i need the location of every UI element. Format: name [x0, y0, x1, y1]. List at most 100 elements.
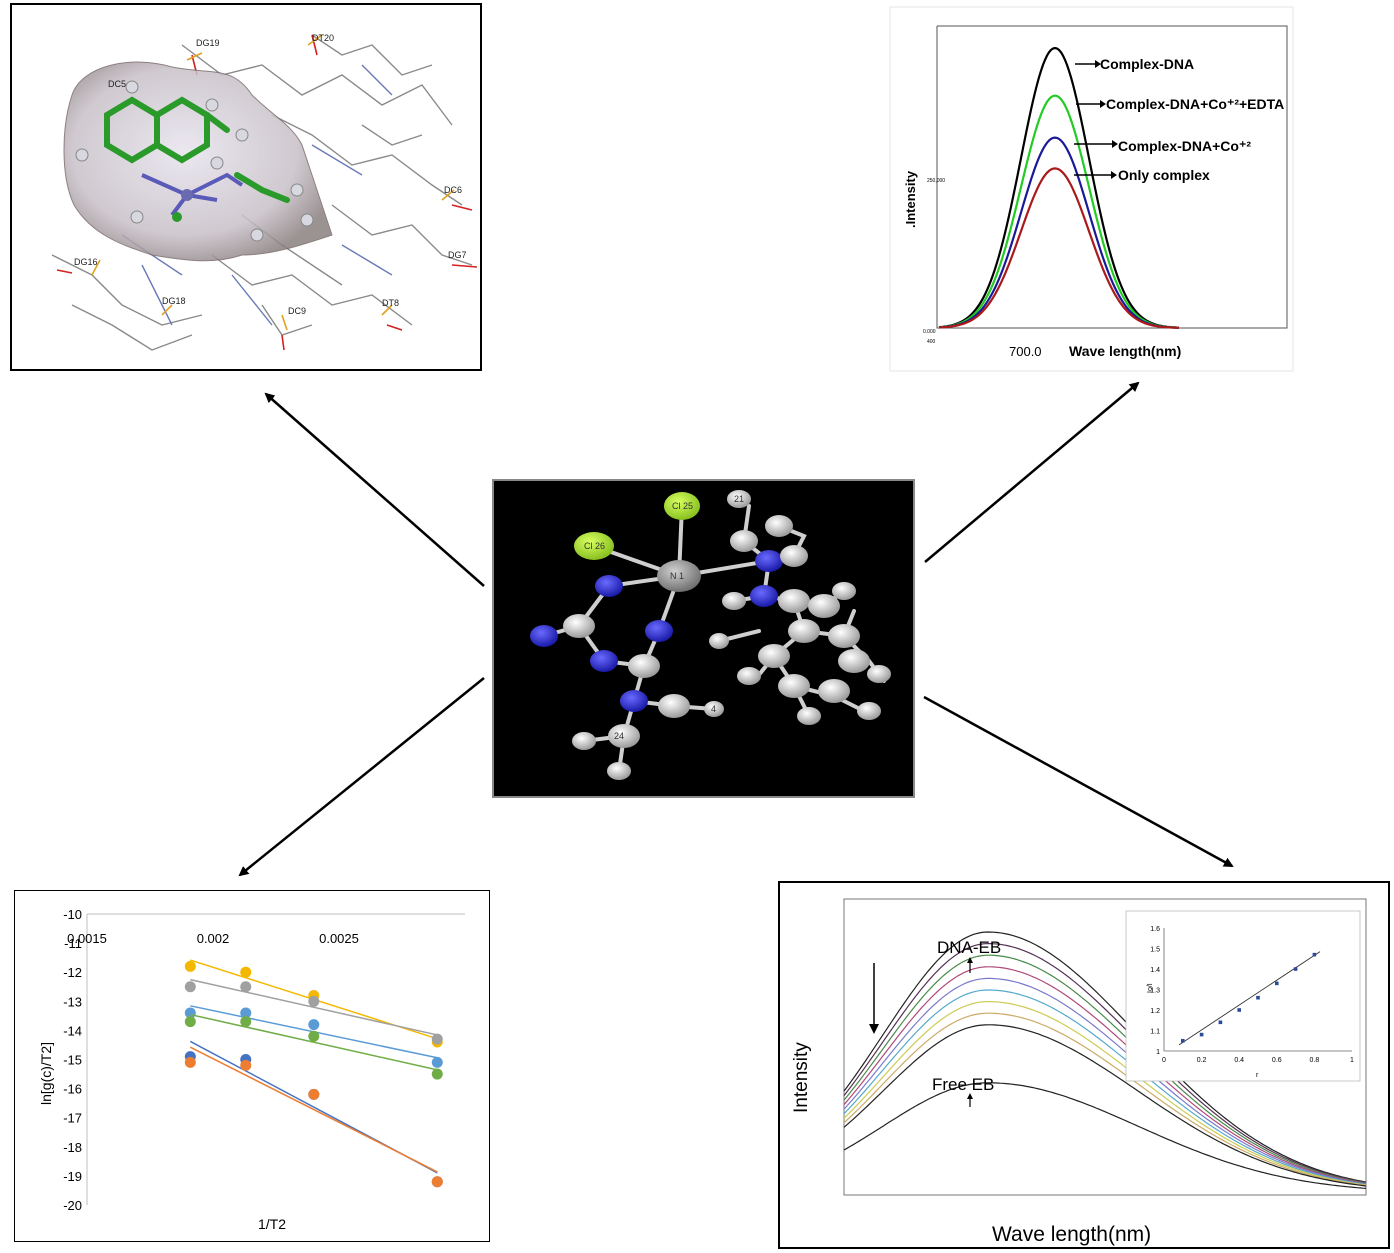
x-tick-label: 0.002: [197, 931, 230, 946]
titration-spectrum-line: [843, 977, 1367, 1185]
y-axis-label: .Intensity: [903, 170, 918, 228]
atom-label: Cl 25: [672, 501, 693, 511]
inset-data-point: [1237, 1008, 1241, 1012]
y-tick-label: 0.000: [923, 329, 936, 335]
x-axis-label: Wave length(nm): [992, 1223, 1151, 1246]
y-tick-label: -10: [63, 907, 82, 922]
data-point: [184, 981, 196, 993]
legend-label: Complex-DNA+Co⁺²+EDTA: [1106, 96, 1284, 112]
x-axis-label: 1/T2: [258, 1216, 286, 1232]
inset-data-point: [1275, 981, 1279, 986]
annotation-free-eb: Free EB: [932, 1075, 994, 1094]
residue-label: DT8: [382, 298, 399, 308]
inset-x-axis-label: r: [1256, 1072, 1259, 1079]
residue-label: DG18: [162, 296, 186, 306]
titration-spectrum-line: [843, 954, 1367, 1184]
spectrum-line: [938, 136, 1180, 329]
inset-y-tick-label: 1.2: [1150, 1008, 1160, 1015]
legend-label: Complex-DNA: [1100, 56, 1194, 72]
titration-spectrum-line: [843, 931, 1367, 1183]
inset-data-point: [1181, 1038, 1185, 1043]
inset-data-point: [1218, 1020, 1223, 1025]
inset-y-tick-label: 1: [1156, 1049, 1160, 1056]
data-point: [240, 966, 252, 978]
emission-spectra-panel: .Intensity 250,000 0.000 400 700.0 Wave …: [889, 6, 1294, 372]
molecule-structure-image: Cl 26 Cl 25 N 1 21 24 4: [530, 490, 891, 780]
data-point: [431, 1176, 443, 1188]
inset-y-tick-label: 1.3: [1150, 988, 1160, 995]
binding-surface: [63, 61, 333, 262]
x-tick-label: 700.0: [1009, 344, 1042, 359]
y-tick-label: 250,000: [927, 178, 945, 184]
inset-x-tick-label: 1: [1350, 1057, 1354, 1064]
residue-label: DC6: [444, 185, 462, 195]
inset-fit-line: [1178, 951, 1321, 1046]
inset-x-tick-label: 0.6: [1272, 1057, 1282, 1064]
y-tick-label: -17: [63, 1111, 82, 1126]
inset-x-tick-label: 0.4: [1234, 1057, 1244, 1064]
data-point: [240, 1007, 252, 1019]
residue-label: DC9: [288, 306, 306, 316]
spectrum-line: [938, 94, 1180, 329]
x-tick-label: 0.0025: [319, 931, 359, 946]
y-tick-label: -13: [63, 994, 82, 1009]
data-point: [431, 1056, 443, 1068]
atom-label: 24: [614, 731, 624, 741]
y-tick-label: -19: [63, 1169, 82, 1184]
residue-label: DC5: [108, 79, 126, 89]
spectrum-line: [938, 46, 1179, 329]
trend-line: [190, 1013, 438, 1071]
legend-label: Complex-DNA+Co⁺²: [1118, 138, 1251, 154]
data-point: [184, 1056, 196, 1068]
x-tick-label: 0.0015: [67, 931, 107, 946]
data-point: [240, 1059, 252, 1071]
docking-image: DG19 DT20 DC5 DC6 DG7 DG16 DG18 DC9 DT8: [51, 33, 478, 351]
data-point: [184, 960, 196, 972]
titration-spectrum-line: [843, 989, 1367, 1186]
data-point: [308, 1088, 320, 1100]
titration-spectrum-line: [843, 966, 1367, 1185]
titration-spectrum-line: [843, 942, 1367, 1184]
docked-ligand: [75, 80, 314, 242]
atom-label: 4: [711, 704, 716, 714]
y-tick-label: -16: [63, 1082, 82, 1097]
data-point: [308, 995, 320, 1007]
annotation-dna-eb: DNA-EB: [937, 938, 1001, 957]
inset-data-point: [1199, 1032, 1204, 1037]
data-point: [308, 1030, 320, 1042]
titration-spectrum-line: [843, 1000, 1367, 1186]
inset-x-tick-label: 0.2: [1197, 1057, 1207, 1064]
data-point: [308, 1019, 320, 1031]
docking-panel: DG19 DT20 DC5 DC6 DG7 DG16 DG18 DC9 DT8: [10, 3, 482, 371]
y-tick-label: -11: [64, 936, 82, 951]
titration-panel: Intensity Wave length(nm) DNA-EB Free EB…: [778, 881, 1390, 1249]
arrow-to-arrhenius: [238, 677, 485, 877]
residue-label: DG19: [196, 38, 220, 48]
y-tick-label: -14: [63, 1023, 82, 1038]
titration-spectrum-line: [843, 1082, 1367, 1189]
spectrum-line: [938, 167, 1180, 329]
trend-line: [190, 978, 438, 1036]
data-point: [240, 1016, 252, 1028]
arrow-to-docking: [264, 392, 485, 587]
inset-data-point: [1256, 995, 1260, 1000]
y-axis-label: Intensity: [791, 1042, 812, 1113]
atom-label: N 1: [670, 571, 684, 581]
emission-spectra-chart: .Intensity 250,000 0.000 400 700.0 Wave …: [889, 6, 1294, 372]
inset-y-tick-label: 1.6: [1150, 926, 1160, 933]
inset-y-tick-label: 1.5: [1150, 947, 1160, 954]
atom-label: Cl 26: [584, 541, 605, 551]
y-axis-label: ln[g(c)/T2]: [38, 1042, 54, 1105]
y-tick-label: -20: [63, 1198, 82, 1213]
molecule-structure-panel: Cl 26 Cl 25 N 1 21 24 4: [492, 479, 915, 798]
data-point: [431, 1033, 443, 1045]
inset-data-point: [1312, 952, 1317, 957]
y-tick-label: -15: [63, 1053, 82, 1068]
trend-line: [189, 1046, 438, 1173]
atom-label: 21: [734, 494, 744, 504]
arrow-to-titration: [923, 695, 1234, 868]
dna-backbone: [51, 34, 473, 351]
